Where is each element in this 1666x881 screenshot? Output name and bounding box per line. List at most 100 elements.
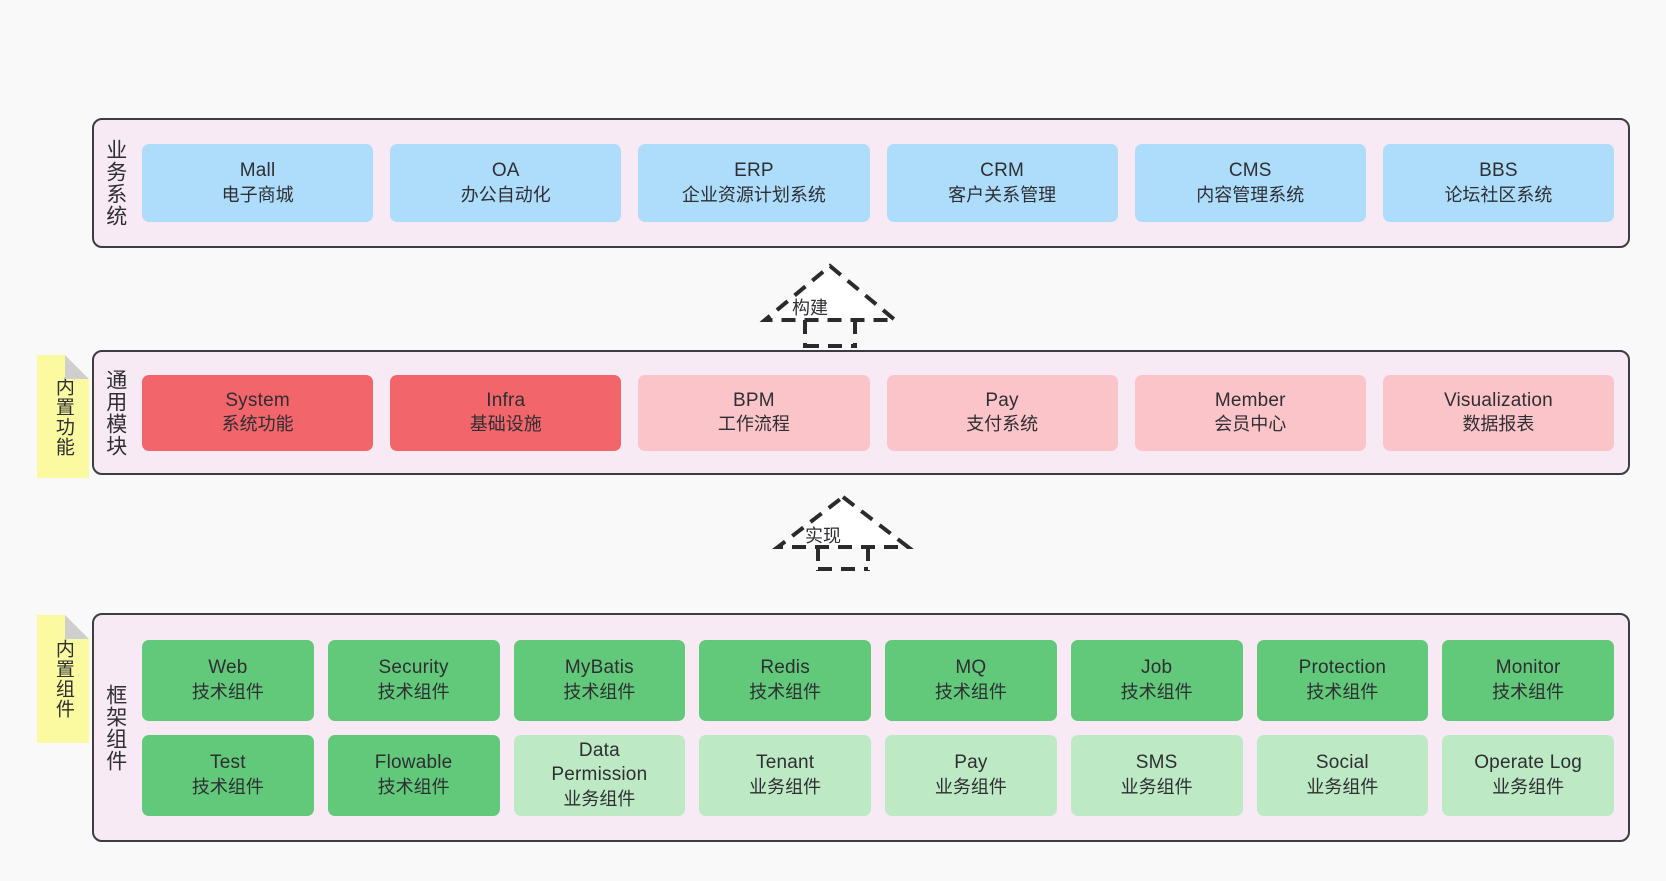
card-title-cn: 业务组件 [563,788,636,809]
card-mq[interactable]: MQ 技术组件 [885,639,1057,721]
folded-corner-icon [65,355,89,379]
card-title-en: Data Permission [551,740,648,786]
card-title-cn: 技术组件 [934,681,1007,702]
card-mybatis[interactable]: MyBatis 技术组件 [513,639,686,721]
layer-title-framework-components: 框架组件 [103,683,127,772]
card-erp[interactable]: ERP 企业资源计划系统 [638,144,870,222]
card-bbs[interactable]: BBS 论坛社区系统 [1382,144,1615,222]
card-title-en: System [225,389,290,411]
card-title-en: Infra [486,389,526,411]
layer-title-common-modules: 通用模块 [103,368,127,457]
card-title-cn: 办公自动化 [460,184,551,205]
card-title-cn: 技术组件 [377,681,450,702]
folded-corner-icon [65,615,89,639]
card-title-cn: 基础设施 [469,414,542,435]
card-crm[interactable]: CRM 客户关系管理 [886,144,1118,222]
card-title-en: CRM [980,160,1025,182]
card-title-en: Test [210,752,246,774]
card-title-cn: 工作流程 [717,414,790,435]
card-title-cn: 电子商城 [221,184,294,205]
card-web[interactable]: Web 技术组件 [142,639,314,721]
card-oa[interactable]: OA 办公自动化 [390,144,622,222]
sticky-note-label: 内置组件 [52,639,74,719]
card-title-cn: 技术组件 [1306,681,1379,702]
card-title-en: BPM [733,389,775,411]
card-title-en: Job [1141,657,1173,679]
sticky-note-label: 内置功能 [52,376,74,457]
layer-framework-components: 框架组件 Web 技术组件 Security 技术组件 MyBatis 技术组件… [92,613,1630,842]
card-title-en: Visualization [1443,389,1553,411]
card-title-en: Mall [239,160,276,182]
card-title-en: BBS [1479,160,1518,182]
card-title-en: MyBatis [564,657,634,679]
card-test[interactable]: Test 技术组件 [142,734,314,816]
card-title-cn: 客户关系管理 [948,184,1057,205]
layer-body-common-modules: System 系统功能 Infra 基础设施 BPM 工作流程 Pay 支付系统… [136,352,1628,473]
card-title-en: Security [378,657,449,679]
card-title-en: Member [1214,389,1286,411]
card-row: Web 技术组件 Security 技术组件 MyBatis 技术组件 Redi… [142,639,1614,721]
card-job[interactable]: Job 技术组件 [1070,639,1243,721]
card-title-cn: 技术组件 [563,681,636,702]
card-row: Test 技术组件 Flowable 技术组件 Data Permission … [142,734,1614,816]
card-infra[interactable]: Infra 基础设施 [390,374,622,451]
card-title-en: Tenant [756,752,815,774]
card-cms[interactable]: CMS 内容管理系统 [1134,144,1366,222]
layer-business-systems: 业务系统 Mall 电子商城 OA 办公自动化 ERP 企业资源计划系统 CRM… [92,118,1630,248]
card-tenant[interactable]: Tenant 业务组件 [699,734,871,816]
card-title-en: SMS [1135,752,1178,774]
card-title-cn: 业务组件 [934,776,1007,797]
card-title-cn: 论坛社区系统 [1444,184,1553,205]
card-title-en: Operate Log [1474,752,1583,774]
card-title-cn: 业务组件 [1306,776,1379,797]
connector-label-build: 构建 [792,298,828,318]
card-title-cn: 技术组件 [191,776,264,797]
card-title-en: Pay [985,389,1019,411]
connector-implement: 实现 [768,489,918,571]
card-title-cn: 会员中心 [1214,414,1287,435]
card-title-cn: 技术组件 [1120,681,1193,702]
card-title-cn: 企业资源计划系统 [681,184,826,205]
card-title-cn: 技术组件 [191,681,264,702]
card-pay-business[interactable]: Pay 业务组件 [885,734,1057,816]
card-title-en: OA [491,160,520,182]
layer-title-business-systems: 业务系统 [103,139,127,227]
sticky-note-builtin-features: 内置功能 [37,355,89,478]
card-redis[interactable]: Redis 技术组件 [699,639,871,721]
layer-body-business-systems: Mall 电子商城 OA 办公自动化 ERP 企业资源计划系统 CRM 客户关系… [136,120,1628,246]
card-title-cn: 数据报表 [1462,414,1535,435]
card-social[interactable]: Social 业务组件 [1256,734,1429,816]
card-flowable[interactable]: Flowable 技术组件 [327,734,500,816]
card-title-cn: 技术组件 [377,776,450,797]
card-title-cn: 系统功能 [221,414,294,435]
card-title-cn: 支付系统 [966,414,1039,435]
generalization-arrow-icon [772,494,914,571]
card-title-en: Protection [1298,657,1387,679]
card-operate-log[interactable]: Operate Log 业务组件 [1442,734,1614,816]
card-row: Mall 电子商城 OA 办公自动化 ERP 企业资源计划系统 CRM 客户关系… [142,144,1615,222]
card-title-cn: 业务组件 [749,776,822,797]
card-title-en: CMS [1228,160,1272,182]
card-title-en: Flowable [374,752,453,774]
card-title-en: Redis [760,657,810,679]
card-title-cn: 技术组件 [1492,681,1565,702]
card-sms[interactable]: SMS 业务组件 [1070,734,1243,816]
card-title-en: ERP [734,160,774,182]
card-protection[interactable]: Protection 技术组件 [1256,639,1429,721]
card-mall[interactable]: Mall 电子商城 [142,144,374,222]
card-title-cn: 内容管理系统 [1196,184,1305,205]
card-title-en: Web [208,657,248,679]
card-visualization[interactable]: Visualization 数据报表 [1382,374,1615,451]
layer-common-modules: 通用模块 System 系统功能 Infra 基础设施 BPM 工作流程 Pay… [92,350,1630,475]
card-data-permission[interactable]: Data Permission 业务组件 [513,734,686,816]
card-system[interactable]: System 系统功能 [142,374,374,451]
card-row: System 系统功能 Infra 基础设施 BPM 工作流程 Pay 支付系统… [142,374,1615,451]
card-member[interactable]: Member 会员中心 [1134,374,1366,451]
card-title-cn: 业务组件 [1120,776,1193,797]
card-bpm[interactable]: BPM 工作流程 [638,374,870,451]
card-pay[interactable]: Pay 支付系统 [886,374,1118,451]
card-security[interactable]: Security 技术组件 [327,639,500,721]
card-title-en: Social [1315,752,1369,774]
card-monitor[interactable]: Monitor 技术组件 [1442,639,1614,721]
card-title-en: MQ [955,657,987,679]
